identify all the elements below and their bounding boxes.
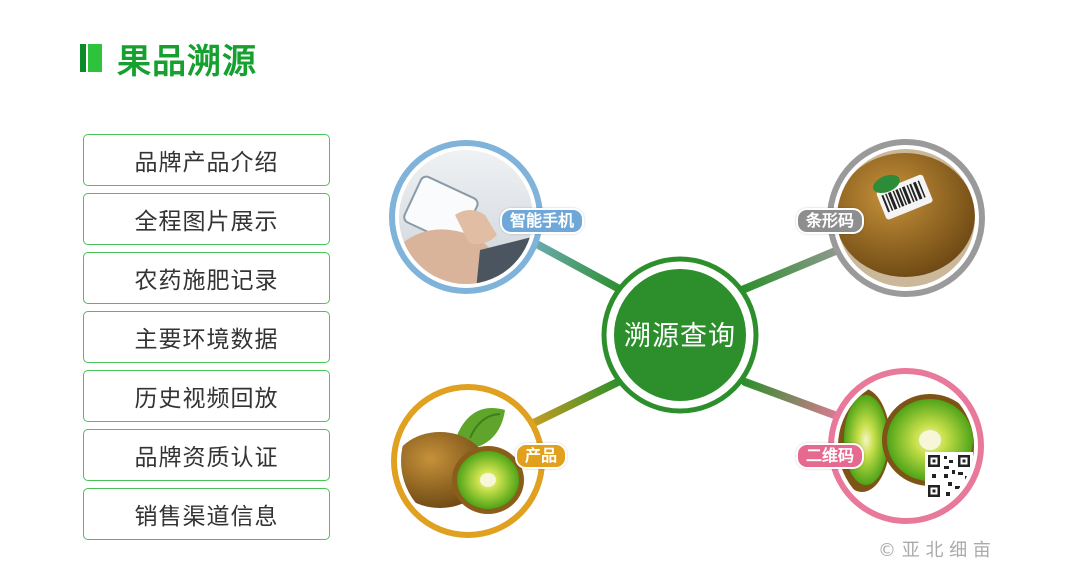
title-accent [80,44,86,72]
kiwi-barcode-image [837,149,975,287]
smartphone-label: 智能手机 [500,208,585,234]
kiwi-qrcode-image [838,378,974,514]
feature-item-qualification[interactable]: 品牌资质认证 [83,429,330,481]
center-node[interactable] [614,269,746,401]
feature-list: 品牌产品介绍 全程图片展示 农药施肥记录 主要环境数据 历史视频回放 品牌资质认… [83,134,330,547]
kiwi-fruit-image [401,394,535,528]
feature-item-pesticide-record[interactable]: 农药施肥记录 [83,252,330,304]
title-accent-light [88,44,102,72]
qrcode-icon [925,452,973,500]
feature-item-environment-data[interactable]: 主要环境数据 [83,311,330,363]
qrcode-label: 二维码 [796,443,865,469]
product-node[interactable] [391,384,545,538]
center-label: 溯源查询 [624,321,736,352]
feature-item-photo-display[interactable]: 全程图片展示 [83,193,330,245]
connector-barcode [738,241,854,294]
barcode-label: 条形码 [796,208,865,234]
feature-item-video-playback[interactable]: 历史视频回放 [83,370,330,422]
feature-item-brand-intro[interactable]: 品牌产品介绍 [83,134,330,186]
qrcode-node[interactable] [828,368,985,524]
connector-qrcode [741,378,852,424]
product-label: 产品 [515,443,568,469]
page-title: 果品溯源 [117,42,257,82]
barcode-node[interactable] [827,139,990,297]
feature-item-sales-channel[interactable]: 销售渠道信息 [83,488,330,540]
watermark: © 亚 北 细 亩 [878,540,991,561]
